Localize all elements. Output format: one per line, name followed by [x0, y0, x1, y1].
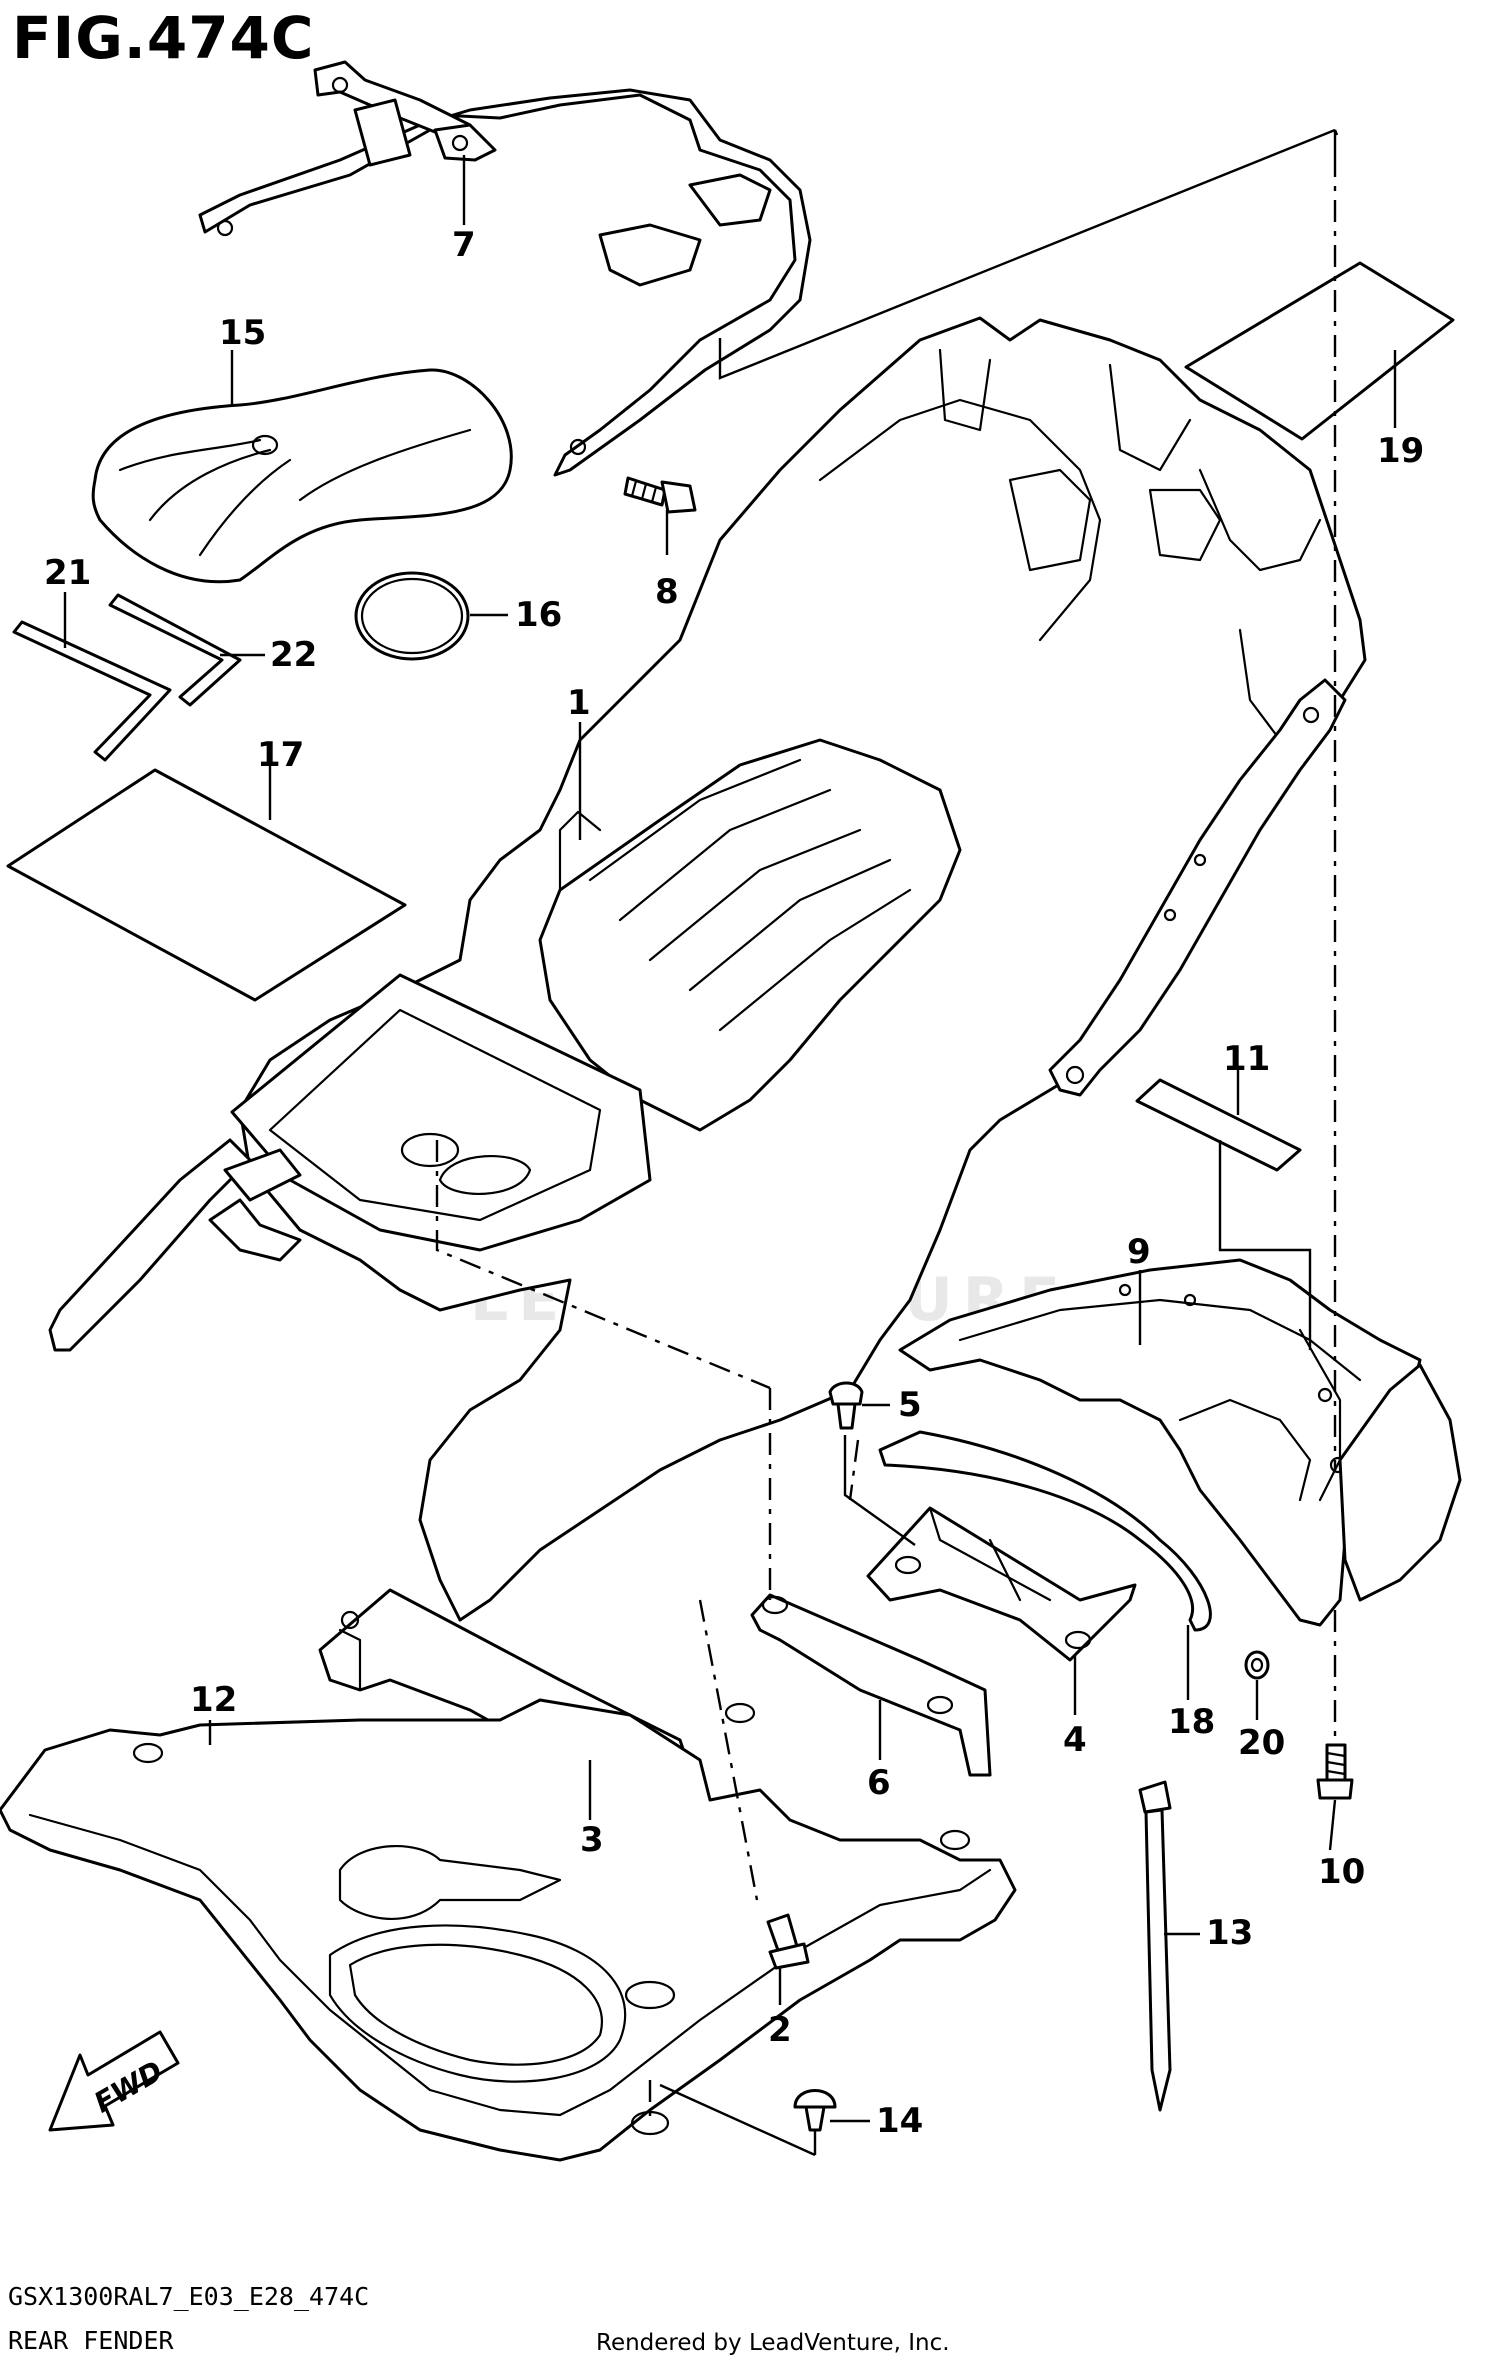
forward-direction-arrow: FWD	[48, 2030, 180, 2132]
callout-5: 5	[898, 1385, 922, 1425]
bracket-part-6	[750, 1593, 992, 1777]
washer-part-20	[1244, 1650, 1270, 1680]
section-name: REAR FENDER	[8, 2326, 174, 2355]
cable-tie-part-13	[1138, 1780, 1172, 2112]
callout-1: 1	[567, 683, 591, 723]
callout-7: 7	[452, 225, 476, 265]
bracket-part-4	[866, 1506, 1137, 1662]
callout-10: 10	[1318, 1852, 1366, 1892]
sheet-part-19	[1184, 261, 1455, 441]
callout-4: 4	[1063, 1720, 1087, 1760]
tape-part-11	[1135, 1078, 1302, 1172]
callout-21: 21	[44, 553, 92, 593]
rear-grab-rail-part-7	[198, 60, 812, 477]
o-ring-part-16	[354, 571, 470, 661]
callout-22: 22	[270, 635, 318, 675]
callout-9: 9	[1127, 1232, 1151, 1272]
callout-11: 11	[1223, 1039, 1271, 1079]
leader-lines	[63, 128, 1397, 2157]
hex-wrench-part-21	[12, 620, 172, 762]
callout-14: 14	[876, 2101, 924, 2141]
figure-title: FIG.474C	[12, 4, 315, 72]
callout-15: 15	[219, 313, 267, 353]
callout-8: 8	[655, 572, 679, 612]
callout-17: 17	[257, 735, 305, 775]
callout-13: 13	[1206, 1913, 1254, 1953]
rear-fender-assembly	[48, 316, 1462, 1627]
callout-19: 19	[1377, 431, 1425, 471]
callout-3: 3	[580, 1820, 604, 1860]
reference-lines	[435, 155, 1337, 2120]
undertray-part-12	[0, 1698, 1017, 2162]
callout-18: 18	[1168, 1702, 1216, 1742]
callout-16: 16	[515, 595, 563, 635]
render-credit: Rendered by LeadVenture, Inc.	[596, 2330, 950, 2356]
callout-2: 2	[768, 2010, 792, 2050]
diagram-code: GSX1300RAL7_E03_E28_474C	[8, 2282, 370, 2311]
screw-part-2	[766, 1913, 810, 1970]
callout-6: 6	[867, 1763, 891, 1803]
callout-12: 12	[190, 1680, 238, 1720]
callout-20: 20	[1238, 1723, 1286, 1763]
bolt-part-8	[623, 476, 697, 514]
bolt-part-10	[1316, 1743, 1354, 1800]
sheet-part-17	[6, 768, 407, 1002]
clip-part-5	[828, 1381, 864, 1430]
trim-strip-part-18	[878, 1430, 1212, 1632]
hex-wrench-part-22	[108, 593, 242, 707]
seat-cover-part-15	[91, 368, 513, 584]
rivet-part-14	[793, 2089, 837, 2132]
